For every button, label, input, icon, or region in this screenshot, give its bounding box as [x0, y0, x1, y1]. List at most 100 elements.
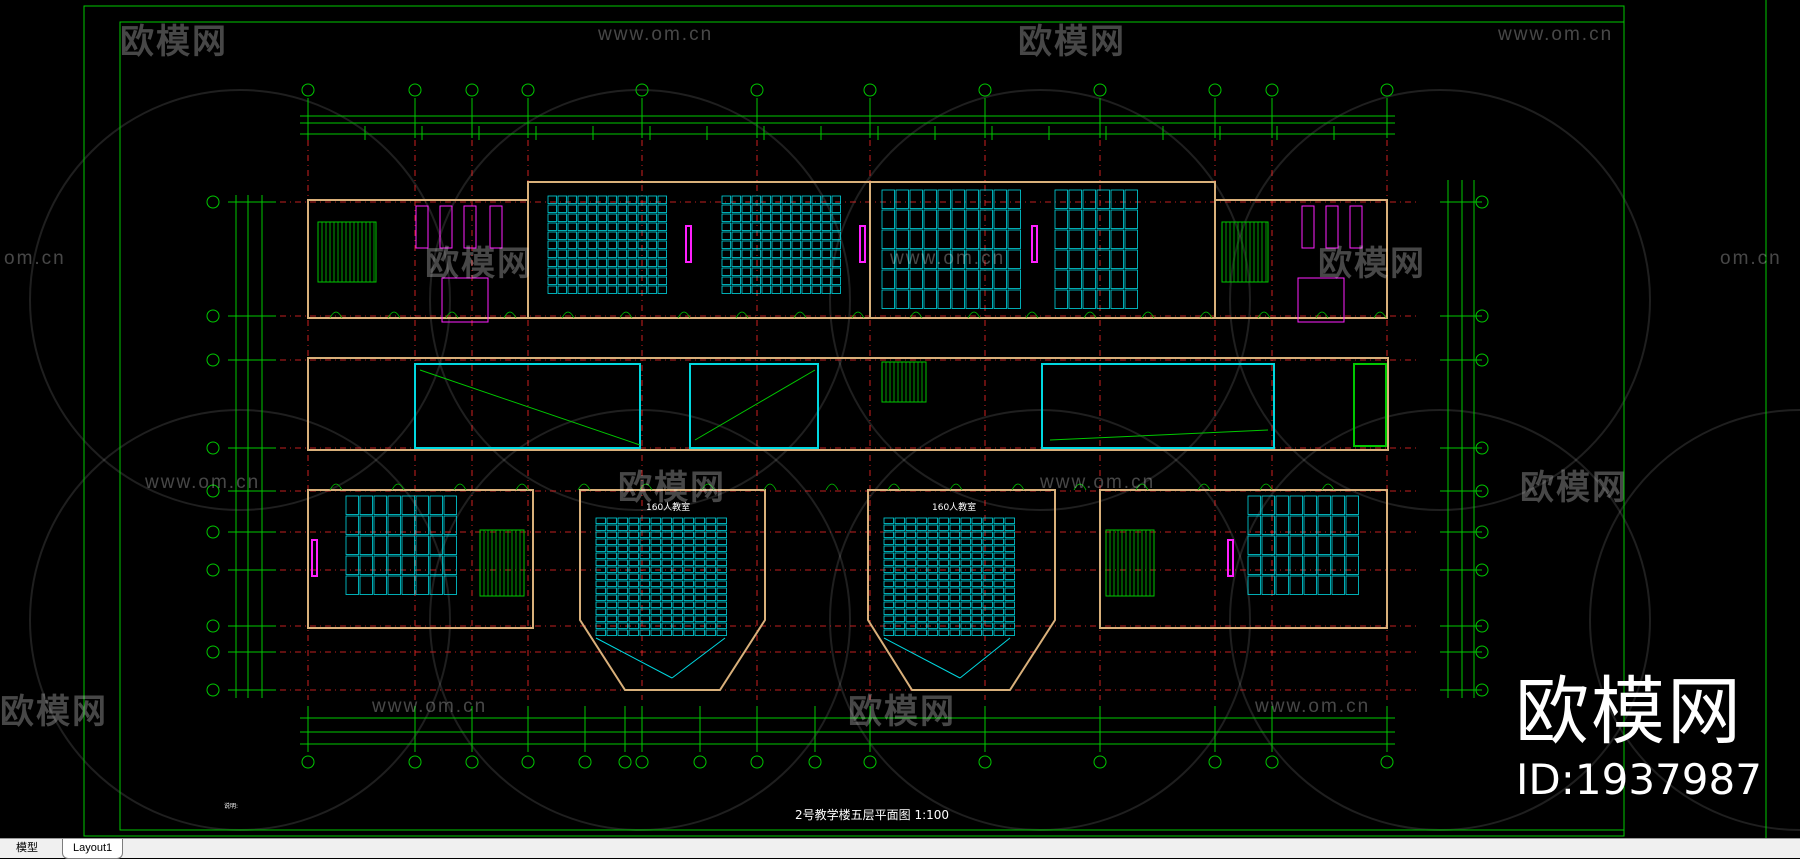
classroom-seat	[1331, 495, 1345, 515]
classroom-seat	[923, 229, 937, 249]
desk-grid	[587, 231, 597, 240]
classroom-seat	[951, 189, 965, 209]
hall-seat	[716, 608, 727, 615]
hall-seat	[916, 559, 927, 566]
axis-bubble-bottom	[978, 755, 992, 769]
hall-seat	[650, 538, 661, 545]
hall-seat	[982, 538, 993, 545]
door-swing	[329, 311, 343, 319]
hall-seat	[960, 559, 971, 566]
hall-seat	[672, 608, 683, 615]
desk-grid	[637, 267, 647, 276]
desk-grid	[731, 204, 741, 213]
hall-seat	[716, 531, 727, 538]
desk-grid	[607, 204, 617, 213]
desk-grid	[567, 258, 577, 267]
hall-seat	[993, 615, 1004, 622]
door-swing	[387, 311, 401, 319]
desk-grid	[627, 213, 637, 222]
classroom-seat	[923, 209, 937, 229]
hall-seat	[705, 573, 716, 580]
door-swing	[1011, 483, 1025, 491]
desk-grid	[761, 258, 771, 267]
tab-layout1[interactable]: Layout1	[62, 839, 124, 859]
door-swing	[735, 311, 749, 319]
desk-grid	[557, 213, 567, 222]
hall-seat	[672, 629, 683, 636]
desk-grid	[567, 240, 577, 249]
desk-grid	[751, 258, 761, 267]
hall-seat	[982, 517, 993, 524]
hall-seat	[705, 559, 716, 566]
classroom-seat	[429, 495, 443, 515]
classroom-seat	[1110, 249, 1124, 269]
axis-bubble-left	[206, 441, 220, 455]
axis-bubble-top	[1265, 83, 1279, 97]
classroom-seat	[345, 535, 359, 555]
hall-seat	[683, 580, 694, 587]
hall-seat	[650, 566, 661, 573]
hall-seat	[883, 573, 894, 580]
classroom-seat	[881, 289, 895, 309]
watermark-url-text: om.cn	[4, 248, 66, 269]
desk-grid	[597, 240, 607, 249]
desk-grid	[607, 213, 617, 222]
hall-seat	[683, 587, 694, 594]
desk-grid	[741, 213, 751, 222]
hall-seat	[993, 601, 1004, 608]
hall-seat	[894, 531, 905, 538]
classroom-seat	[881, 209, 895, 229]
axis-bubble-bottom	[521, 755, 535, 769]
classroom-seat	[387, 575, 401, 595]
watermark-url-text: www.om.cn	[145, 472, 261, 493]
toilet-stall	[439, 205, 453, 249]
classroom-seat	[881, 229, 895, 249]
desk-grid	[617, 222, 627, 231]
hall-seat	[694, 517, 705, 524]
door-swing	[577, 483, 591, 491]
classroom-seat	[909, 249, 923, 269]
desk-grid	[751, 195, 761, 204]
hall-seat	[894, 552, 905, 559]
hall-seat	[916, 566, 927, 573]
hall-seat	[960, 552, 971, 559]
hall-seat	[628, 594, 639, 601]
hall-fan-line	[671, 637, 726, 679]
hall-seat	[716, 622, 727, 629]
hall-seat	[650, 615, 661, 622]
desk-grid	[627, 195, 637, 204]
desk-grid	[637, 222, 647, 231]
classroom-seat	[345, 495, 359, 515]
hall-seat	[894, 594, 905, 601]
classroom-seat	[373, 495, 387, 515]
desk-grid	[657, 249, 667, 258]
desk-grid	[821, 231, 831, 240]
hall-seat	[683, 538, 694, 545]
classroom-seat	[359, 535, 373, 555]
room-label: 160人教室	[646, 501, 690, 513]
desk-grid	[821, 240, 831, 249]
hall-seat	[883, 615, 894, 622]
hall-seat	[705, 545, 716, 552]
classroom-seat	[993, 229, 1007, 249]
watermark-brand: 欧模网	[425, 236, 533, 285]
axis-bubble-bottom	[863, 755, 877, 769]
desk-grid	[577, 240, 587, 249]
hall-seat	[894, 622, 905, 629]
hall-seat	[716, 594, 727, 601]
door-swing	[763, 483, 777, 491]
desk-grid	[801, 249, 811, 258]
classroom-seat	[895, 209, 909, 229]
tab-model[interactable]: 模型	[16, 842, 38, 854]
door-swing	[453, 483, 467, 491]
blackboard	[859, 225, 866, 263]
hall-seat	[971, 622, 982, 629]
classroom-seat	[429, 555, 443, 575]
hall-seat	[617, 580, 628, 587]
desk-grid	[557, 249, 567, 258]
hall-seat	[905, 566, 916, 573]
hall-seat	[672, 517, 683, 524]
hall-seat	[705, 622, 716, 629]
classroom-seat	[1247, 515, 1261, 535]
